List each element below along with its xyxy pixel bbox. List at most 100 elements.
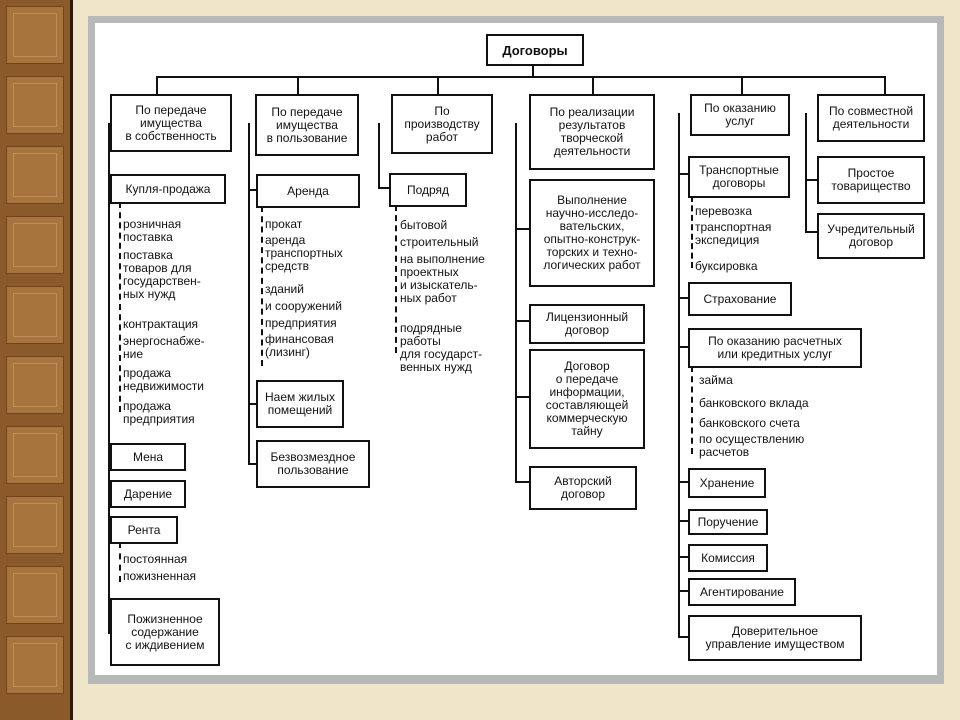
list-item: постоянная	[123, 552, 188, 566]
node-transport: Транспортные договоры	[688, 156, 790, 198]
node-annuity: Рента	[110, 516, 178, 544]
node-trust-management: Доверительное управление имуществом	[688, 615, 862, 661]
connector	[156, 76, 884, 78]
connector	[741, 76, 743, 94]
connector	[119, 202, 121, 412]
connector	[515, 320, 529, 322]
node-residential-rent: Наем жилых помещений	[256, 380, 344, 428]
list-item: подрядные работы для государст- венных н…	[400, 321, 483, 374]
category-joint-activity: По совместной деятельности	[817, 94, 925, 142]
contracts-diagram: Договоры По передаче имущества в собстве…	[95, 23, 937, 675]
node-storage: Хранение	[688, 468, 766, 498]
connector	[678, 297, 688, 299]
connector	[805, 113, 807, 231]
node-insurance: Страхование	[688, 282, 792, 316]
connector	[437, 76, 439, 94]
list-item: банковского счета	[699, 416, 800, 430]
category-transfer-ownership: По передаче имущества в собственность	[110, 94, 232, 152]
node-life-maintenance: Пожизненное содержание с иждивением	[110, 598, 220, 666]
node-commission: Комиссия	[688, 544, 768, 572]
node-agency: Агентирование	[688, 578, 796, 606]
connector	[805, 231, 817, 233]
list-item: банковского вклада	[699, 396, 809, 410]
connector	[592, 76, 594, 94]
list-item: продажа недвижимости	[123, 366, 204, 393]
connector	[395, 205, 397, 353]
connector	[805, 179, 817, 181]
connector	[515, 396, 529, 398]
strip-tile	[6, 356, 64, 414]
list-item: финансовая (лизинг)	[265, 332, 334, 359]
list-item: займа	[699, 373, 733, 387]
connector	[156, 76, 158, 94]
connector	[261, 206, 263, 366]
list-item: розничная поставка	[123, 217, 182, 244]
connector	[678, 481, 688, 483]
strip-tile	[6, 566, 64, 624]
node-financial-services: По оказанию расчетных или кредитных услу…	[688, 328, 862, 368]
node-free-use: Безвозмездное пользование	[256, 440, 370, 488]
list-item: строительный	[400, 235, 479, 249]
node-simple-partnership: Простое товарищество	[817, 156, 925, 204]
category-transfer-use: По передаче имущества в пользование	[255, 94, 359, 156]
connector	[515, 481, 529, 483]
connector	[248, 403, 258, 405]
list-item: перевозка	[695, 204, 752, 218]
list-item: продажа предприятия	[123, 399, 195, 426]
connector	[297, 76, 299, 94]
node-trade-secret: Договор о передаче информации, составляю…	[529, 349, 645, 449]
connector	[678, 346, 688, 348]
connector	[378, 187, 390, 189]
connector	[248, 189, 258, 191]
strip-tile	[6, 426, 64, 484]
connector	[248, 123, 250, 465]
node-gift: Дарение	[110, 480, 186, 508]
connector	[678, 520, 688, 522]
node-founding-agreement: Учредительный договор	[817, 213, 925, 259]
strip-border	[70, 0, 73, 720]
strip-tile	[6, 6, 64, 64]
list-item: транспортная экспедиция	[695, 220, 772, 247]
node-purchase-sale: Купля-продажа	[110, 174, 226, 204]
list-item: поставка товаров для государствен- ных н…	[123, 248, 201, 301]
connector	[678, 590, 688, 592]
node-contract-work: Подряд	[389, 173, 467, 207]
category-work-production: По производству работ	[391, 94, 493, 154]
connector	[678, 636, 688, 638]
list-item: энергоснабже- ние	[123, 334, 205, 361]
root-node: Договоры	[486, 34, 584, 66]
list-item: на выполнение проектных и изыскатель- ны…	[400, 252, 485, 305]
strip-tile	[6, 146, 64, 204]
category-creative-results: По реализации результатов творческой дея…	[529, 94, 655, 170]
category-services: По оказанию услуг	[690, 94, 790, 136]
node-exchange: Мена	[110, 443, 186, 471]
connector	[678, 113, 680, 638]
connector	[691, 196, 693, 268]
connector	[691, 366, 693, 454]
connector	[108, 123, 110, 633]
node-license: Лицензионный договор	[529, 304, 645, 344]
list-item: прокат	[265, 217, 303, 231]
connector	[515, 123, 517, 483]
strip-tile	[6, 216, 64, 274]
strip-tile	[6, 636, 64, 694]
list-item: по осуществлению расчетов	[699, 432, 805, 459]
strip-tile	[6, 496, 64, 554]
list-item: зданий	[265, 282, 304, 296]
list-item: предприятия	[265, 316, 337, 330]
connector	[378, 123, 380, 187]
connector	[515, 228, 529, 230]
node-lease: Аренда	[256, 174, 360, 208]
list-item: и сооружений	[265, 299, 342, 313]
connector	[678, 556, 688, 558]
connector	[884, 76, 886, 94]
decorative-side-strip	[0, 0, 72, 720]
list-item: контрактация	[123, 317, 199, 331]
node-copyright: Авторский договор	[529, 466, 637, 510]
list-item: аренда транспортных средств	[265, 233, 343, 273]
strip-tile	[6, 286, 64, 344]
node-rnd-works: Выполнение научно-исследо- вательских, о…	[529, 179, 655, 287]
node-agency-order: Поручение	[688, 509, 768, 535]
connector	[119, 542, 121, 582]
list-item: буксировка	[695, 259, 758, 273]
